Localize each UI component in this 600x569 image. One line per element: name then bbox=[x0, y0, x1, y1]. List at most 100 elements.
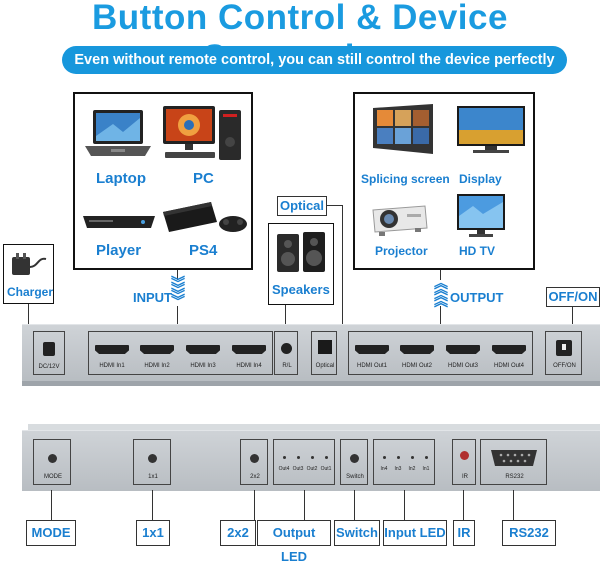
ir-tag: IR bbox=[453, 520, 475, 546]
projector-icon bbox=[372, 205, 428, 236]
in4-led-label: In4 bbox=[380, 466, 388, 472]
speakers-connector bbox=[285, 305, 286, 328]
in3-led bbox=[397, 456, 400, 459]
in3-led-label: In3 bbox=[394, 466, 402, 472]
2x2-tag: 2x2 bbox=[220, 520, 256, 546]
input-arrow-icon: ︾︾︾︾ bbox=[171, 275, 185, 309]
audio-jack-icon bbox=[281, 343, 292, 354]
hdmi-out2-label: HDMI Out2 bbox=[401, 363, 432, 369]
ir-tag-connector bbox=[463, 490, 464, 520]
hdmi-out3-port bbox=[446, 345, 480, 354]
hdmi-in4-port bbox=[232, 345, 266, 354]
output-connector-bottom bbox=[440, 306, 441, 328]
ir-receiver-label: IR bbox=[462, 474, 468, 480]
output-devices-box: Splicing screen Display Projector HD TV bbox=[353, 92, 535, 270]
power-switch-label: OFF/ON bbox=[553, 363, 576, 369]
switch-tag: Switch bbox=[334, 520, 380, 546]
input-device-laptop: Laptop bbox=[96, 170, 146, 187]
hd-tv-icon bbox=[457, 194, 505, 237]
rl-port-group: R/L bbox=[274, 331, 298, 375]
ir-receiver-icon bbox=[460, 451, 469, 460]
in4-led bbox=[383, 456, 386, 459]
charger-label: Charger bbox=[7, 285, 54, 299]
pc-icon bbox=[163, 106, 241, 160]
1x1-tag: 1x1 bbox=[136, 520, 170, 546]
2x2-button[interactable] bbox=[250, 454, 259, 463]
output-device-splicing-screen: Splicing screen bbox=[361, 172, 450, 186]
ps4-icon bbox=[163, 202, 247, 232]
laptop-icon bbox=[85, 110, 151, 156]
output-label: OUTPUT bbox=[450, 290, 504, 305]
speaker-icon bbox=[277, 232, 325, 272]
input-device-player: Player bbox=[96, 242, 142, 259]
input-devices-box: Laptop PC Player PS4 bbox=[73, 92, 253, 270]
switch-button-group: Switch bbox=[340, 439, 368, 485]
output-led-tag: Output LED bbox=[257, 520, 331, 564]
1x1-tag-connector bbox=[152, 490, 153, 520]
hdmi-in2-label: HDMI In2 bbox=[144, 363, 170, 369]
2x2-button-group: 2x2 bbox=[240, 439, 268, 485]
rs232-port-icon bbox=[491, 450, 537, 466]
optical-port-group: Optical bbox=[311, 331, 337, 375]
rs232-port-group: RS232 bbox=[480, 439, 547, 485]
rl-port-label: R/L bbox=[282, 363, 292, 369]
hdmi-in1-port bbox=[95, 345, 129, 354]
output-led-group: Out4 Out3 Out2 Out1 bbox=[273, 439, 335, 485]
rs232-port-label: RS232 bbox=[505, 474, 524, 480]
optical-tag: Optical bbox=[277, 196, 327, 216]
hdmi-in-group: HDMI In1 HDMI In2 HDMI In3 HDMI In4 bbox=[88, 331, 273, 375]
switch-tag-connector bbox=[354, 490, 355, 520]
out1-led-label: Out1 bbox=[320, 466, 332, 472]
dc-jack-icon bbox=[43, 342, 55, 356]
charger-box: Charger bbox=[3, 244, 54, 304]
power-switch-group: OFF/ON bbox=[545, 331, 582, 375]
off-on-tag: OFF/ON bbox=[546, 287, 600, 307]
in2-led bbox=[411, 456, 414, 459]
out3-led bbox=[297, 456, 300, 459]
hdmi-in3-port bbox=[186, 345, 220, 354]
power-switch-indicator bbox=[562, 344, 566, 350]
input-device-pc: PC bbox=[193, 170, 214, 187]
front-panel-shadow bbox=[22, 378, 600, 386]
hdmi-out2-port bbox=[400, 345, 434, 354]
speakers-label: Speakers bbox=[272, 282, 330, 297]
input-led-tag-connector bbox=[404, 490, 405, 520]
output-device-projector: Projector bbox=[375, 244, 428, 258]
hdmi-out1-port bbox=[355, 345, 389, 354]
optical-connector-down bbox=[342, 205, 343, 327]
mode-button[interactable] bbox=[48, 454, 57, 463]
input-device-ps4: PS4 bbox=[189, 242, 218, 259]
hdmi-out3-label: HDMI Out3 bbox=[447, 363, 478, 369]
charger-connector bbox=[28, 304, 29, 328]
charger-icon bbox=[12, 253, 47, 275]
back-panel: MODE 1x1 2x2 Out4 Out3 Out2 Out1 Switch … bbox=[22, 430, 600, 491]
power-switch[interactable] bbox=[556, 340, 572, 356]
input-led-group: In4 In3 In2 In1 bbox=[373, 439, 435, 485]
out2-led bbox=[311, 456, 314, 459]
2x2-tag-connector bbox=[254, 490, 255, 520]
1x1-button-group: 1x1 bbox=[133, 439, 171, 485]
output-arrow-icon: ︽︽︽︽ bbox=[434, 275, 448, 309]
hdmi-in4-label: HDMI In4 bbox=[236, 363, 262, 369]
out3-led-label: Out3 bbox=[292, 466, 304, 472]
input-connector-bottom bbox=[177, 306, 178, 328]
in2-led-label: In2 bbox=[408, 466, 416, 472]
hdmi-in2-port bbox=[140, 345, 174, 354]
dc-port-group: DC/12V bbox=[33, 331, 65, 375]
in1-led-label: In1 bbox=[422, 466, 430, 472]
display-icon bbox=[457, 106, 525, 153]
2x2-button-label: 2x2 bbox=[250, 474, 260, 480]
optical-port-icon bbox=[318, 340, 332, 354]
output-device-display: Display bbox=[459, 172, 502, 186]
switch-button-label: Switch bbox=[346, 474, 364, 480]
1x1-button[interactable] bbox=[148, 454, 157, 463]
input-label: INPUT bbox=[133, 290, 172, 305]
hdmi-out1-label: HDMI Out1 bbox=[356, 363, 387, 369]
switch-button[interactable] bbox=[350, 454, 359, 463]
hdmi-out-group: HDMI Out1 HDMI Out2 HDMI Out3 HDMI Out4 bbox=[348, 331, 533, 375]
player-icon bbox=[83, 216, 155, 228]
out4-led bbox=[283, 456, 286, 459]
rs232-tag: RS232 bbox=[502, 520, 556, 546]
hdmi-out4-port bbox=[492, 345, 526, 354]
dc-port-label: DC/12V bbox=[38, 364, 60, 370]
